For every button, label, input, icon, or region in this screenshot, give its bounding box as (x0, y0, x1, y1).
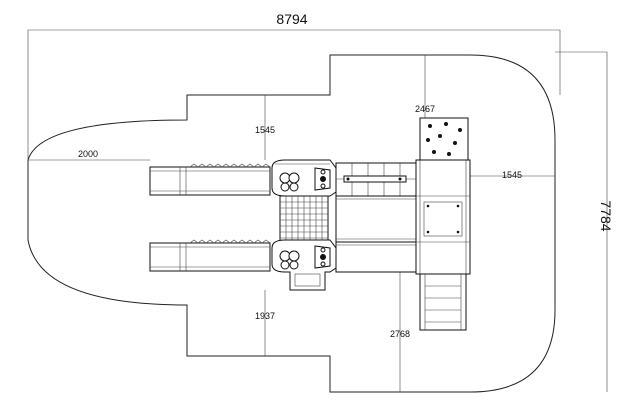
left-clearance-label: 2000 (78, 149, 98, 159)
net-bridge (279, 195, 329, 243)
monkey-bars (335, 162, 417, 197)
overall-width-dimension-line (27, 29, 561, 160)
ladder (419, 273, 467, 331)
connecting-rails (335, 195, 417, 273)
right-clearance-label: 1545 (502, 170, 522, 180)
bottom-clearance-label: 1937 (255, 311, 275, 321)
overall-width-label: 8794 (276, 11, 307, 27)
lower-slide (149, 239, 271, 272)
ladder-clearance-label: 2768 (390, 329, 410, 339)
safety-zone-outline (27, 54, 556, 393)
lower-deck (271, 239, 337, 291)
climbing-wall (419, 117, 469, 161)
overall-depth-label: 7784 (598, 200, 614, 231)
top-clearance-label: 1545 (255, 125, 275, 135)
upper-slide (149, 163, 271, 196)
climbing-wall-clearance-label: 2467 (415, 104, 435, 114)
right-tower (415, 159, 471, 275)
upper-deck (271, 159, 337, 197)
overall-depth-dimension-line (555, 51, 608, 392)
